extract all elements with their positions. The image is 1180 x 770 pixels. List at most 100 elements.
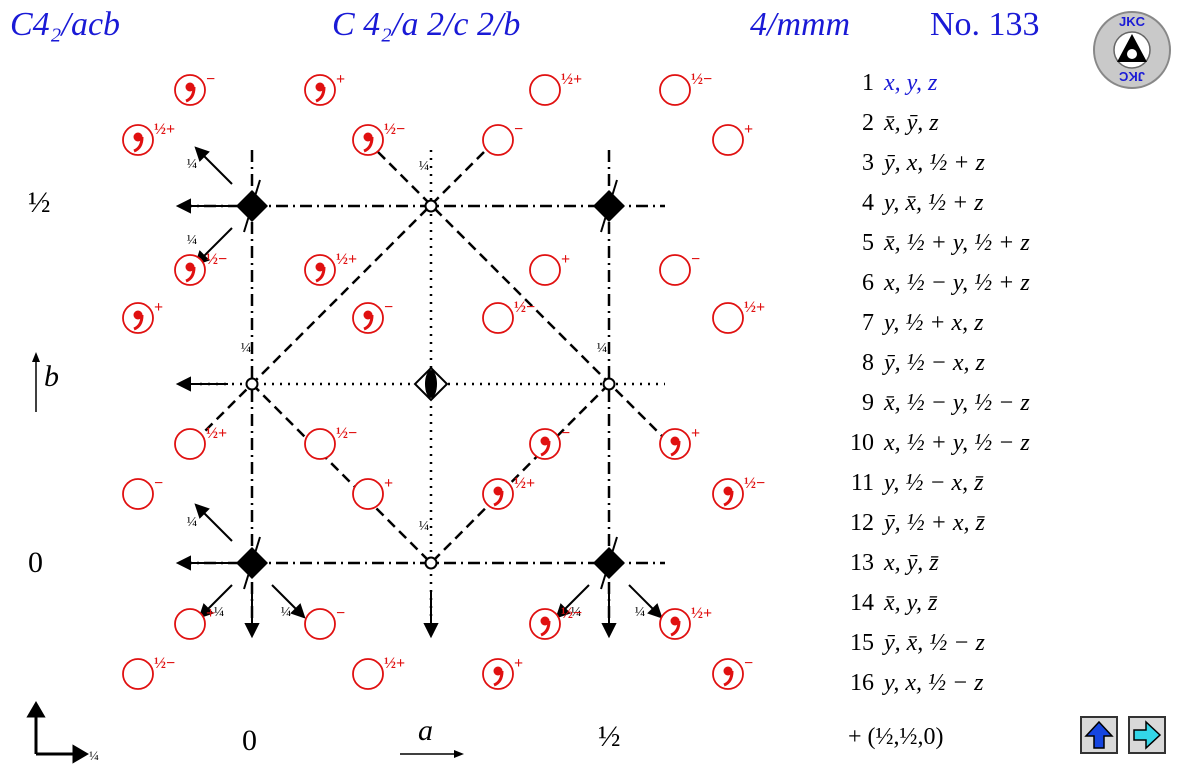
coordinate-number: 9 — [862, 390, 874, 416]
position-marker-label: ½− — [384, 121, 405, 138]
coordinate-row: 7 y, ½ + x, z — [838, 306, 1098, 346]
inversion-fourfold-symbol — [413, 366, 449, 402]
unit-cell-frame — [180, 150, 665, 620]
coordinate-text: ȳ, ½ − x, z — [884, 350, 985, 376]
coordinate-number: 8 — [862, 350, 874, 376]
position-marker: + — [304, 71, 345, 106]
position-marker: + — [174, 605, 215, 640]
position-marker: ½+ — [659, 605, 712, 640]
position-marker-label: ½+ — [206, 425, 227, 442]
position-marker-label: ½+ — [154, 121, 175, 138]
svg-text:JKC: JKC — [1118, 69, 1145, 84]
svg-text:¼: ¼ — [419, 519, 430, 534]
position-marker-label: ½− — [691, 71, 712, 88]
svg-text:¼: ¼ — [241, 341, 252, 356]
coordinate-text: y, ½ + x, z — [884, 310, 984, 336]
position-marker-label: ½− — [154, 655, 175, 672]
position-marker-label: ½− — [561, 605, 582, 622]
position-marker-label: ½− — [336, 425, 357, 442]
position-marker-label: ½+ — [336, 251, 357, 268]
coordinate-number: 7 — [862, 310, 874, 336]
position-marker-label: − — [691, 251, 700, 268]
half-label-left: ½ — [28, 186, 51, 219]
position-marker: + — [659, 425, 700, 460]
coordinate-text: y, x̄, ½ + z — [884, 190, 984, 216]
coordinate-number: 4 — [862, 190, 874, 216]
a-axis-label: a — [418, 714, 433, 747]
inversion-center-symbol — [424, 199, 438, 213]
coordinate-number: 15 — [850, 630, 874, 656]
coordinate-row: 15 ȳ, x̄, ½ − z — [838, 626, 1098, 666]
coordinate-text: y, x, ½ − z — [884, 670, 984, 696]
position-marker: ½− — [174, 251, 227, 286]
position-marker: ½− — [122, 655, 175, 690]
coordinate-text: ȳ, x, ½ + z — [884, 150, 985, 176]
fourfold-axis-symbol — [236, 536, 268, 590]
position-marker: ½− — [529, 605, 582, 640]
coordinate-row: 4 y, x̄, ½ + z — [838, 186, 1098, 226]
inversion-center-symbol — [602, 377, 616, 391]
svg-text:¼: ¼ — [571, 605, 582, 620]
coordinate-number: 6 — [862, 270, 874, 296]
up-arrow-icon — [1084, 720, 1114, 749]
coordinate-row: 9 x̄, ½ − y, ½ − z — [838, 386, 1098, 426]
position-marker: ½+ — [529, 71, 582, 106]
coordinate-text: x̄, ½ − y, ½ − z — [884, 390, 1030, 416]
position-marker: ½− — [352, 121, 405, 156]
next-button[interactable] — [1128, 716, 1166, 754]
full-symbol: C 4₂/a 2/c 2/b — [332, 6, 521, 43]
position-marker-label: ½+ — [561, 71, 582, 88]
position-marker-label: + — [561, 251, 570, 268]
coordinate-text: ȳ, x̄, ½ − z — [884, 630, 985, 656]
coordinate-text: x, y, z — [884, 70, 938, 96]
position-marker-label: − — [154, 475, 163, 492]
svg-text:¼: ¼ — [597, 341, 608, 356]
coordinate-text: x̄, y, z̄ — [884, 590, 938, 616]
position-marker-label: − — [744, 655, 753, 672]
position-marker-label: − — [206, 71, 215, 88]
zero-label-bottom: 0 — [242, 724, 257, 757]
symmetry-elements: ¼ ¼ ¼ ¼ ¼ ¼ ¼ ¼ ¼ ¼ ¼ — [175, 146, 663, 639]
position-marker: ½− — [304, 425, 357, 460]
coordinate-number: 5 — [862, 230, 874, 256]
coordinate-number: 16 — [850, 670, 874, 696]
coordinate-text: ȳ, ½ + x, z̄ — [884, 510, 985, 536]
position-marker-label: − — [384, 299, 393, 316]
coordinate-row: 8 ȳ, ½ − x, z — [838, 346, 1098, 386]
position-marker: − — [482, 121, 523, 156]
position-marker: ½+ — [482, 475, 535, 510]
position-marker-label: + — [514, 655, 523, 672]
up-button[interactable] — [1080, 716, 1118, 754]
coordinate-text: x, ½ + y, ½ − z — [884, 430, 1030, 456]
position-marker: ½+ — [122, 121, 175, 156]
svg-text:¼: ¼ — [187, 157, 198, 172]
position-marker: + — [122, 299, 163, 334]
coordinate-number: 2 — [862, 110, 874, 136]
general-positions: −+½+½−½+½−−+½−½++−+−½−½+½+½−−+−+½+½−+−½−… — [122, 71, 765, 690]
position-marker: ½− — [482, 299, 535, 334]
coordinate-text: x, ȳ, z̄ — [884, 550, 939, 576]
inversion-center-symbol — [424, 556, 438, 570]
coordinate-number: 1 — [862, 70, 874, 96]
a-axis-arrow — [400, 750, 464, 758]
svg-text:¼: ¼ — [187, 515, 198, 530]
coordinate-row: 16 y, x, ½ − z — [838, 666, 1098, 706]
fourfold-axis-symbol — [236, 179, 268, 233]
position-marker: + — [529, 251, 570, 286]
position-marker-label: ½− — [744, 475, 765, 492]
coordinate-number: 11 — [850, 470, 874, 496]
coordinate-text: x, ½ − y, ½ + z — [884, 270, 1030, 296]
quarter-labels: ¼ ¼ ¼ ¼ ¼ ¼ ¼ ¼ ¼ ¼ ¼ — [187, 157, 646, 620]
position-marker: − — [712, 655, 753, 690]
position-marker-label: − — [514, 121, 523, 138]
coordinate-row: 5 x̄, ½ + y, ½ + z — [838, 226, 1098, 266]
position-marker-label: + — [744, 121, 753, 138]
position-marker: ½+ — [174, 425, 227, 460]
position-marker-label: ½+ — [744, 299, 765, 316]
coordinate-number: 10 — [850, 430, 874, 456]
short-symbol: C4₂/acb — [10, 6, 121, 43]
coordinate-text: x̄, ½ + y, ½ + z — [884, 230, 1030, 256]
coordinate-number: 12 — [850, 510, 874, 536]
